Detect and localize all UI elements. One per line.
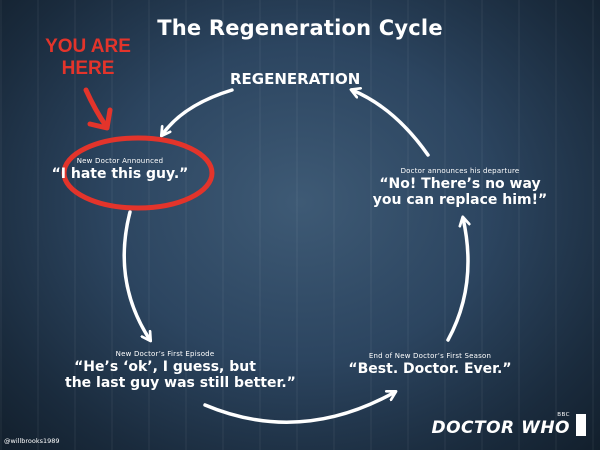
arrow-regeneration-to-announced	[162, 88, 234, 135]
stage-label: New Doctor’s First Episode	[115, 350, 215, 358]
stage-quote: “He’s ‘ok’, I guess, but	[74, 359, 256, 375]
you-are-here-line-2: HERE	[61, 58, 115, 79]
stage-label: Doctor announces his departure	[400, 167, 520, 175]
page-title: The Regeneration Cycle	[157, 16, 443, 40]
stage-label: New Doctor Announced	[76, 157, 164, 165]
arrow-announced-to-first-episode	[122, 210, 150, 340]
stage-first-episode: New Doctor’s First Episode “He’s ‘ok’, I…	[65, 350, 296, 391]
you-are-here-line-1: YOU ARE	[45, 36, 131, 57]
stage-label: End of New Doctor’s First Season	[368, 352, 492, 360]
stage-quote: “No! There’s no way	[379, 176, 541, 192]
doctor-who-logo: BBC DOCTOR WHO	[431, 412, 570, 438]
stage-quote: “I hate this guy.”	[51, 166, 189, 182]
red-down-arrow-icon	[83, 87, 113, 131]
author-credit: @willbrooks1989	[4, 437, 60, 445]
stage-end-of-first-season: End of New Doctor’s First Season “Best. …	[340, 352, 520, 377]
cycle-header: REGENERATION	[230, 70, 361, 88]
stage-doctor-departure: Doctor announces his departure “No! Ther…	[370, 167, 550, 208]
stage-quote: “Best. Doctor. Ever.”	[348, 361, 512, 377]
arrow-departure-to-regeneration	[352, 90, 430, 157]
you-are-here-label: YOU ARE HERE	[24, 36, 152, 80]
stage-quote: the last guy was still better.”	[65, 375, 296, 391]
bbc-label: BBC	[557, 412, 570, 418]
tardis-icon	[576, 414, 586, 436]
you-are-here-highlight	[61, 135, 215, 211]
arrow-first-episode-to-first-season	[203, 392, 395, 424]
stage-new-doctor-announced: New Doctor Announced “I hate this guy.”	[50, 157, 190, 182]
stage-quote: you can replace him!”	[372, 192, 548, 208]
arrow-first-season-to-departure	[446, 218, 468, 342]
doctor-who-wordmark: DOCTOR WHO	[431, 418, 570, 438]
